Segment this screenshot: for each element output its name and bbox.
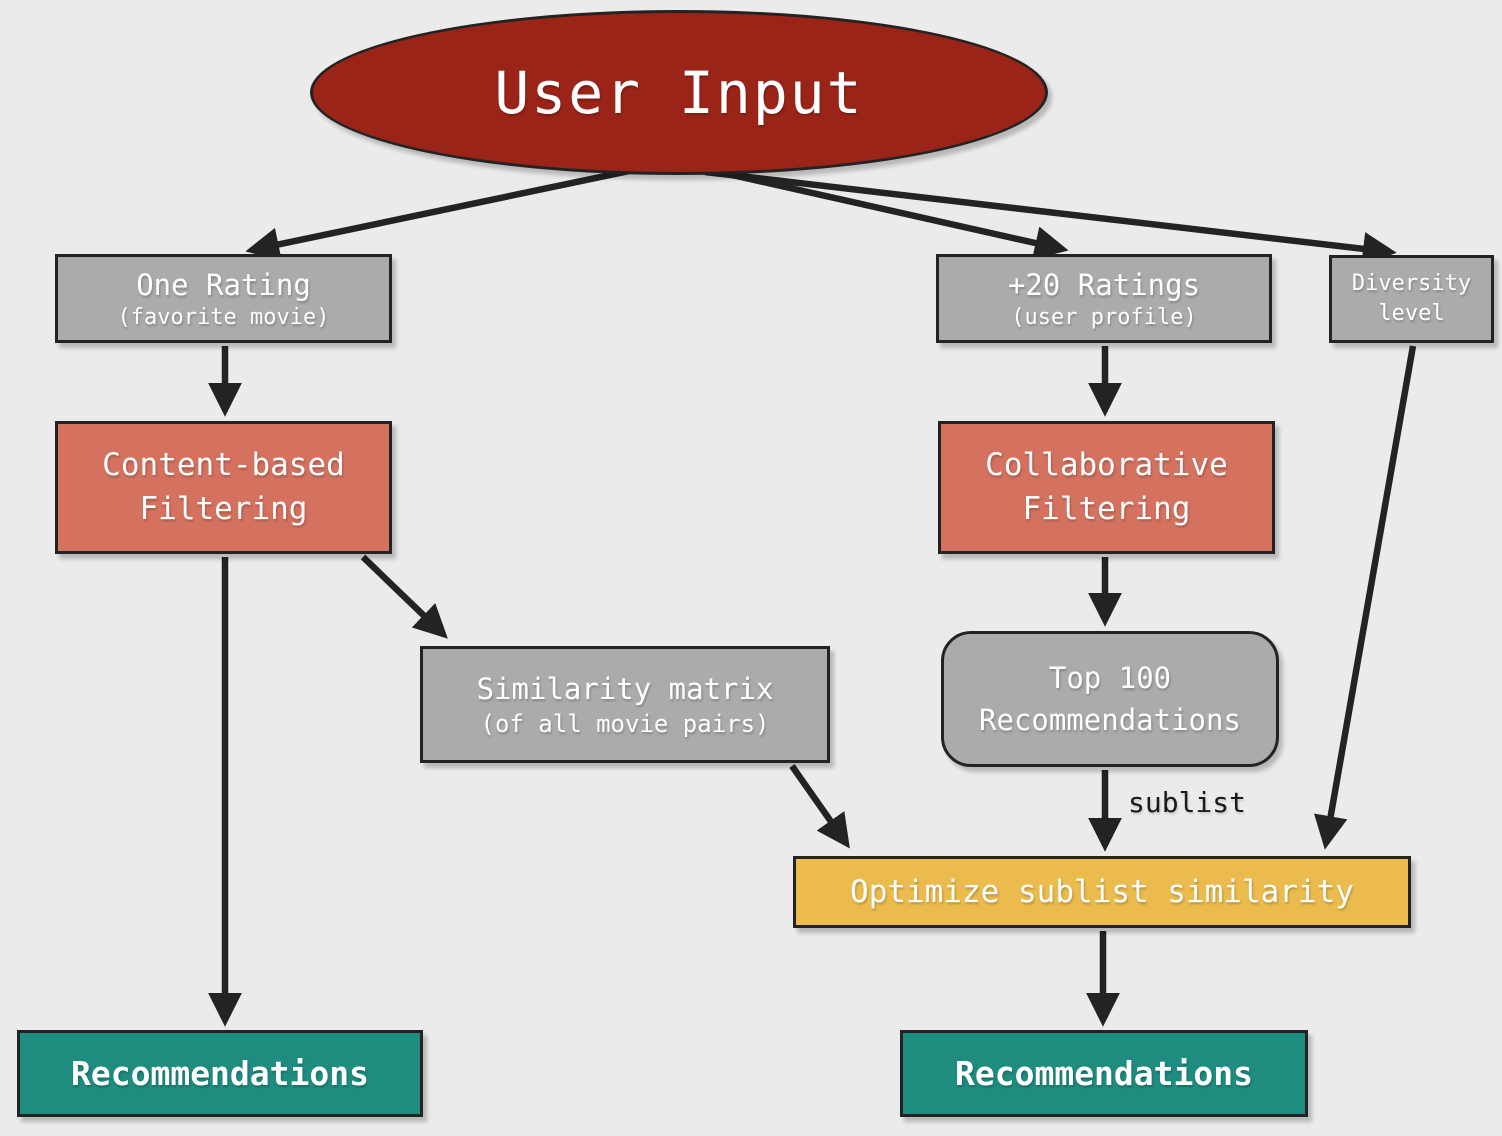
plus20-ratings-subtitle: (user profile): [1011, 304, 1197, 330]
diversity-level-node: Diversity level: [1329, 255, 1494, 343]
edge-diversity-to-optimize: [1314, 345, 1417, 850]
plus20-ratings-node: +20 Ratings (user profile): [936, 254, 1272, 343]
edge-similarity-matrix-to-optimize: [789, 764, 850, 849]
one-rating-node: One Rating (favorite movie): [55, 254, 392, 343]
recommendations-right-node: Recommendations: [900, 1030, 1308, 1117]
content-based-filtering-title: Content-based Filtering: [102, 447, 345, 527]
user-input-node: User Input: [310, 10, 1048, 175]
user-input-label: User Input: [494, 58, 864, 127]
optimize-sublist-similarity-title: Optimize sublist similarity: [850, 874, 1354, 910]
top-100-recommendations-node: Top 100 Recommendations: [941, 631, 1279, 767]
edge-content-based-to-similarity-matrix: [360, 554, 448, 639]
similarity-matrix-subtitle: (of all movie pairs): [480, 709, 770, 738]
content-based-filtering-node: Content-based Filtering: [55, 421, 392, 554]
edge-user-input-to-diversity-level: [704, 168, 1397, 266]
recommendations-left-node: Recommendations: [17, 1030, 423, 1117]
edge-user-input-to-one-rating: [245, 158, 673, 261]
recommendations-right-title: Recommendations: [954, 1054, 1253, 1093]
one-rating-subtitle: (favorite movie): [117, 304, 330, 330]
similarity-matrix-title: Similarity matrix: [476, 671, 774, 706]
top-100-recommendations-title: Top 100 Recommendations: [979, 660, 1241, 737]
sublist-edge-label: sublist: [1128, 786, 1247, 819]
optimize-sublist-similarity-node: Optimize sublist similarity: [793, 856, 1411, 928]
one-rating-title: One Rating: [136, 267, 311, 302]
collaborative-filtering-node: Collaborative Filtering: [938, 421, 1275, 554]
collaborative-filtering-title: Collaborative Filtering: [985, 447, 1228, 527]
recommendations-left-title: Recommendations: [70, 1054, 369, 1093]
plus20-ratings-title: +20 Ratings: [1007, 267, 1201, 302]
similarity-matrix-node: Similarity matrix (of all movie pairs): [420, 646, 830, 763]
diversity-level-title: Diversity level: [1351, 271, 1472, 326]
